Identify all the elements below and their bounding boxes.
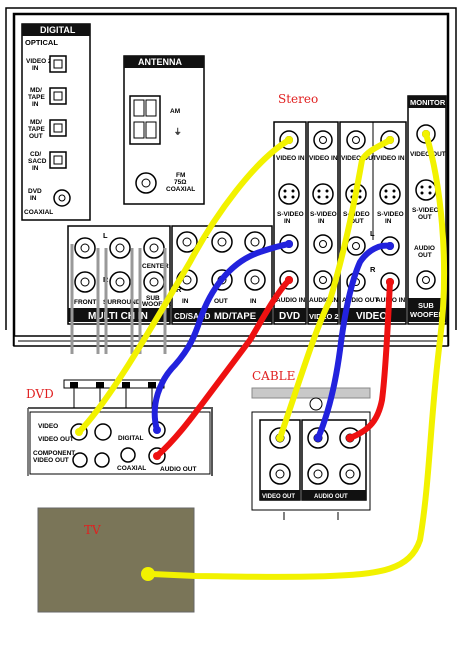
dvd-bar: DVD (279, 311, 300, 322)
antenna-section: ANTENNA AM ⏚ FM 75Ω COAXIAL (123, 55, 205, 205)
front-label: FRONT (74, 299, 96, 306)
cd-sacd-bar: CD/SACD (174, 312, 211, 321)
digital-header: DIGITAL (40, 25, 76, 35)
plug-stereo-video-audio-r (386, 278, 394, 286)
yellow-wire-monitor-tv (149, 131, 448, 580)
plug-dvd-audio-l (153, 426, 161, 434)
dvd-in-label: DVD IN (28, 188, 44, 202)
tv-video-in-jack[interactable] (141, 567, 155, 581)
dvd-video-in-label: VIDEO IN (276, 155, 305, 162)
surround-label: SURROUND (103, 299, 141, 306)
yellow-wire-dvd-video (76, 137, 292, 435)
video-l-label: L (370, 229, 375, 238)
video2-audio-in-label: AUDIO IN (309, 297, 339, 304)
dvd-component-y-jack[interactable] (72, 452, 88, 468)
monitor-section: MONITOR VIDEO OUT S-VIDEO OUT AUDIO OUT … (407, 95, 447, 325)
coaxial-label: COAXIAL (24, 209, 53, 216)
dvd-player-panel: DVD VIDEO VIDEO OUT COMPONENT VIDEO OUT … (26, 379, 213, 476)
plug-stereo-dvd-audio-l (285, 240, 293, 248)
video2-in-label: VIDEO 2 IN (26, 58, 53, 72)
dvd-player-svideo-jack[interactable] (94, 423, 112, 441)
tv-panel: TV (37, 507, 195, 613)
dvd-video-out-label: VIDEO OUT (38, 436, 74, 443)
video-video-in-label: VIDEO IN (376, 155, 405, 162)
subwoofer-bar: SUB WOOFER (410, 301, 444, 319)
blue-wire-cable-audio-l (315, 242, 393, 441)
md-tape-bar: MD/TAPE (214, 311, 256, 322)
tv-label: TV (84, 523, 101, 537)
video-r-label: R (370, 265, 376, 274)
dvd-component-label: COMPONENT VIDEO OUT (33, 450, 77, 464)
plug-stereo-dvd-audio-r (285, 276, 293, 284)
plug-cable-audio-l (314, 434, 322, 442)
video-svideo-in-jack[interactable] (379, 183, 401, 205)
dvd-svideo-in-label: S-VIDEO IN (277, 211, 306, 225)
cable-box-label: CABLE (252, 369, 295, 383)
video2-input-section: VIDEO IN S-VIDEO IN AUDIO IN VIDEO 2 (307, 121, 339, 325)
video-svideo-out-label: S-VIDEO OUT (343, 211, 372, 225)
center-label: CENTER (142, 263, 169, 270)
dvd-audio-in-label: AUDIO IN (276, 297, 306, 304)
tv-box (37, 507, 195, 613)
md-tape-out-label: MD/ TAPE OUT (28, 119, 47, 140)
cd-sacd-in-label: CD/ SACD IN (28, 151, 48, 172)
cd-r-label: R (176, 285, 182, 294)
cable-audio-out-label: AUDIO OUT (314, 494, 348, 500)
optical-label: OPTICAL (25, 38, 58, 47)
ground-icon: ⏚ (174, 127, 182, 136)
plug-dvd-audio-r (153, 452, 161, 460)
md-tape-in-label2: IN (250, 298, 257, 305)
monitor-audio-out-label: AUDIO OUT (414, 245, 437, 259)
subwoofer-label: SUB WOOFER (142, 295, 172, 308)
plug-monitor-out (422, 130, 430, 138)
plug-stereo-dvd-video (285, 136, 293, 144)
yellow-wire-cable-video (277, 137, 393, 441)
cd-sacd-in-label: IN (182, 298, 189, 305)
multi-ch-cables (70, 244, 167, 354)
dvd-svideo-in-jack[interactable] (278, 183, 300, 205)
multi-ch-l-label: L (103, 231, 108, 240)
cable-box-panel: CABLE VIDEO OUT AUDIO OUT (251, 369, 371, 520)
dvd-component-pb-jack[interactable] (94, 452, 110, 468)
md-tape-in-label: MD/ TAPE IN (28, 87, 47, 108)
dvd-coaxial-label: COAXIAL (117, 465, 146, 472)
monitor-svideo-out-label: S-VIDEO OUT (412, 207, 441, 221)
fm-label: FM 75Ω COAXIAL (166, 172, 195, 193)
plug-cable-video (276, 434, 284, 442)
am-label: AM (170, 108, 180, 115)
plug-stereo-video-audio-l (386, 242, 394, 250)
video-video-out-label: VIDEO OUT (341, 155, 377, 162)
multi-ch-in-bar: MULTI CH IN (88, 311, 148, 322)
video-svideo-in-label: S-VIDEO IN (377, 211, 406, 225)
video-audio-out-label: AUDIO OUT (342, 297, 379, 304)
dvd-player-label: DVD (26, 387, 54, 401)
wire-plugs (75, 130, 430, 460)
antenna-header: ANTENNA (138, 57, 182, 67)
multi-ch-in-section: L R CENTER FRONT SURROUND SUB WOOFER MUL… (67, 225, 172, 354)
monitor-svideo-out-jack[interactable] (415, 179, 437, 201)
dvd-digital-coax-jack[interactable] (120, 447, 136, 463)
video-bar: VIDEO (356, 311, 387, 322)
md-tape-out-label2: OUT (214, 298, 228, 305)
dvd-audio-out-label: AUDIO OUT (160, 466, 197, 473)
wires (76, 131, 448, 580)
red-wire-dvd-audio-r (154, 277, 292, 459)
plug-cable-audio-r (346, 434, 354, 442)
video2-video-in-label: VIDEO IN (309, 155, 338, 162)
monitor-header: MONITOR (410, 98, 446, 107)
video2-svideo-in-label: S-VIDEO IN (310, 211, 339, 225)
plug-dvd-video (75, 428, 83, 436)
monitor-video-out-label: VIDEO OUT (410, 151, 446, 158)
digital-section: DIGITAL OPTICAL VIDEO 2 IN MD/ TAPE IN M… (21, 23, 91, 221)
red-wire-cable-audio-r (347, 279, 393, 441)
plug-stereo-video-in (386, 136, 394, 144)
dvd-video-label: VIDEO (38, 423, 58, 430)
cable-video-out-label: VIDEO OUT (262, 494, 295, 500)
video2-svideo-in-jack[interactable] (312, 183, 334, 205)
blue-wire-dvd-audio-l (151, 241, 292, 433)
dvd-digital-label: DIGITAL (118, 435, 144, 442)
stereo-label: Stereo (278, 92, 318, 106)
